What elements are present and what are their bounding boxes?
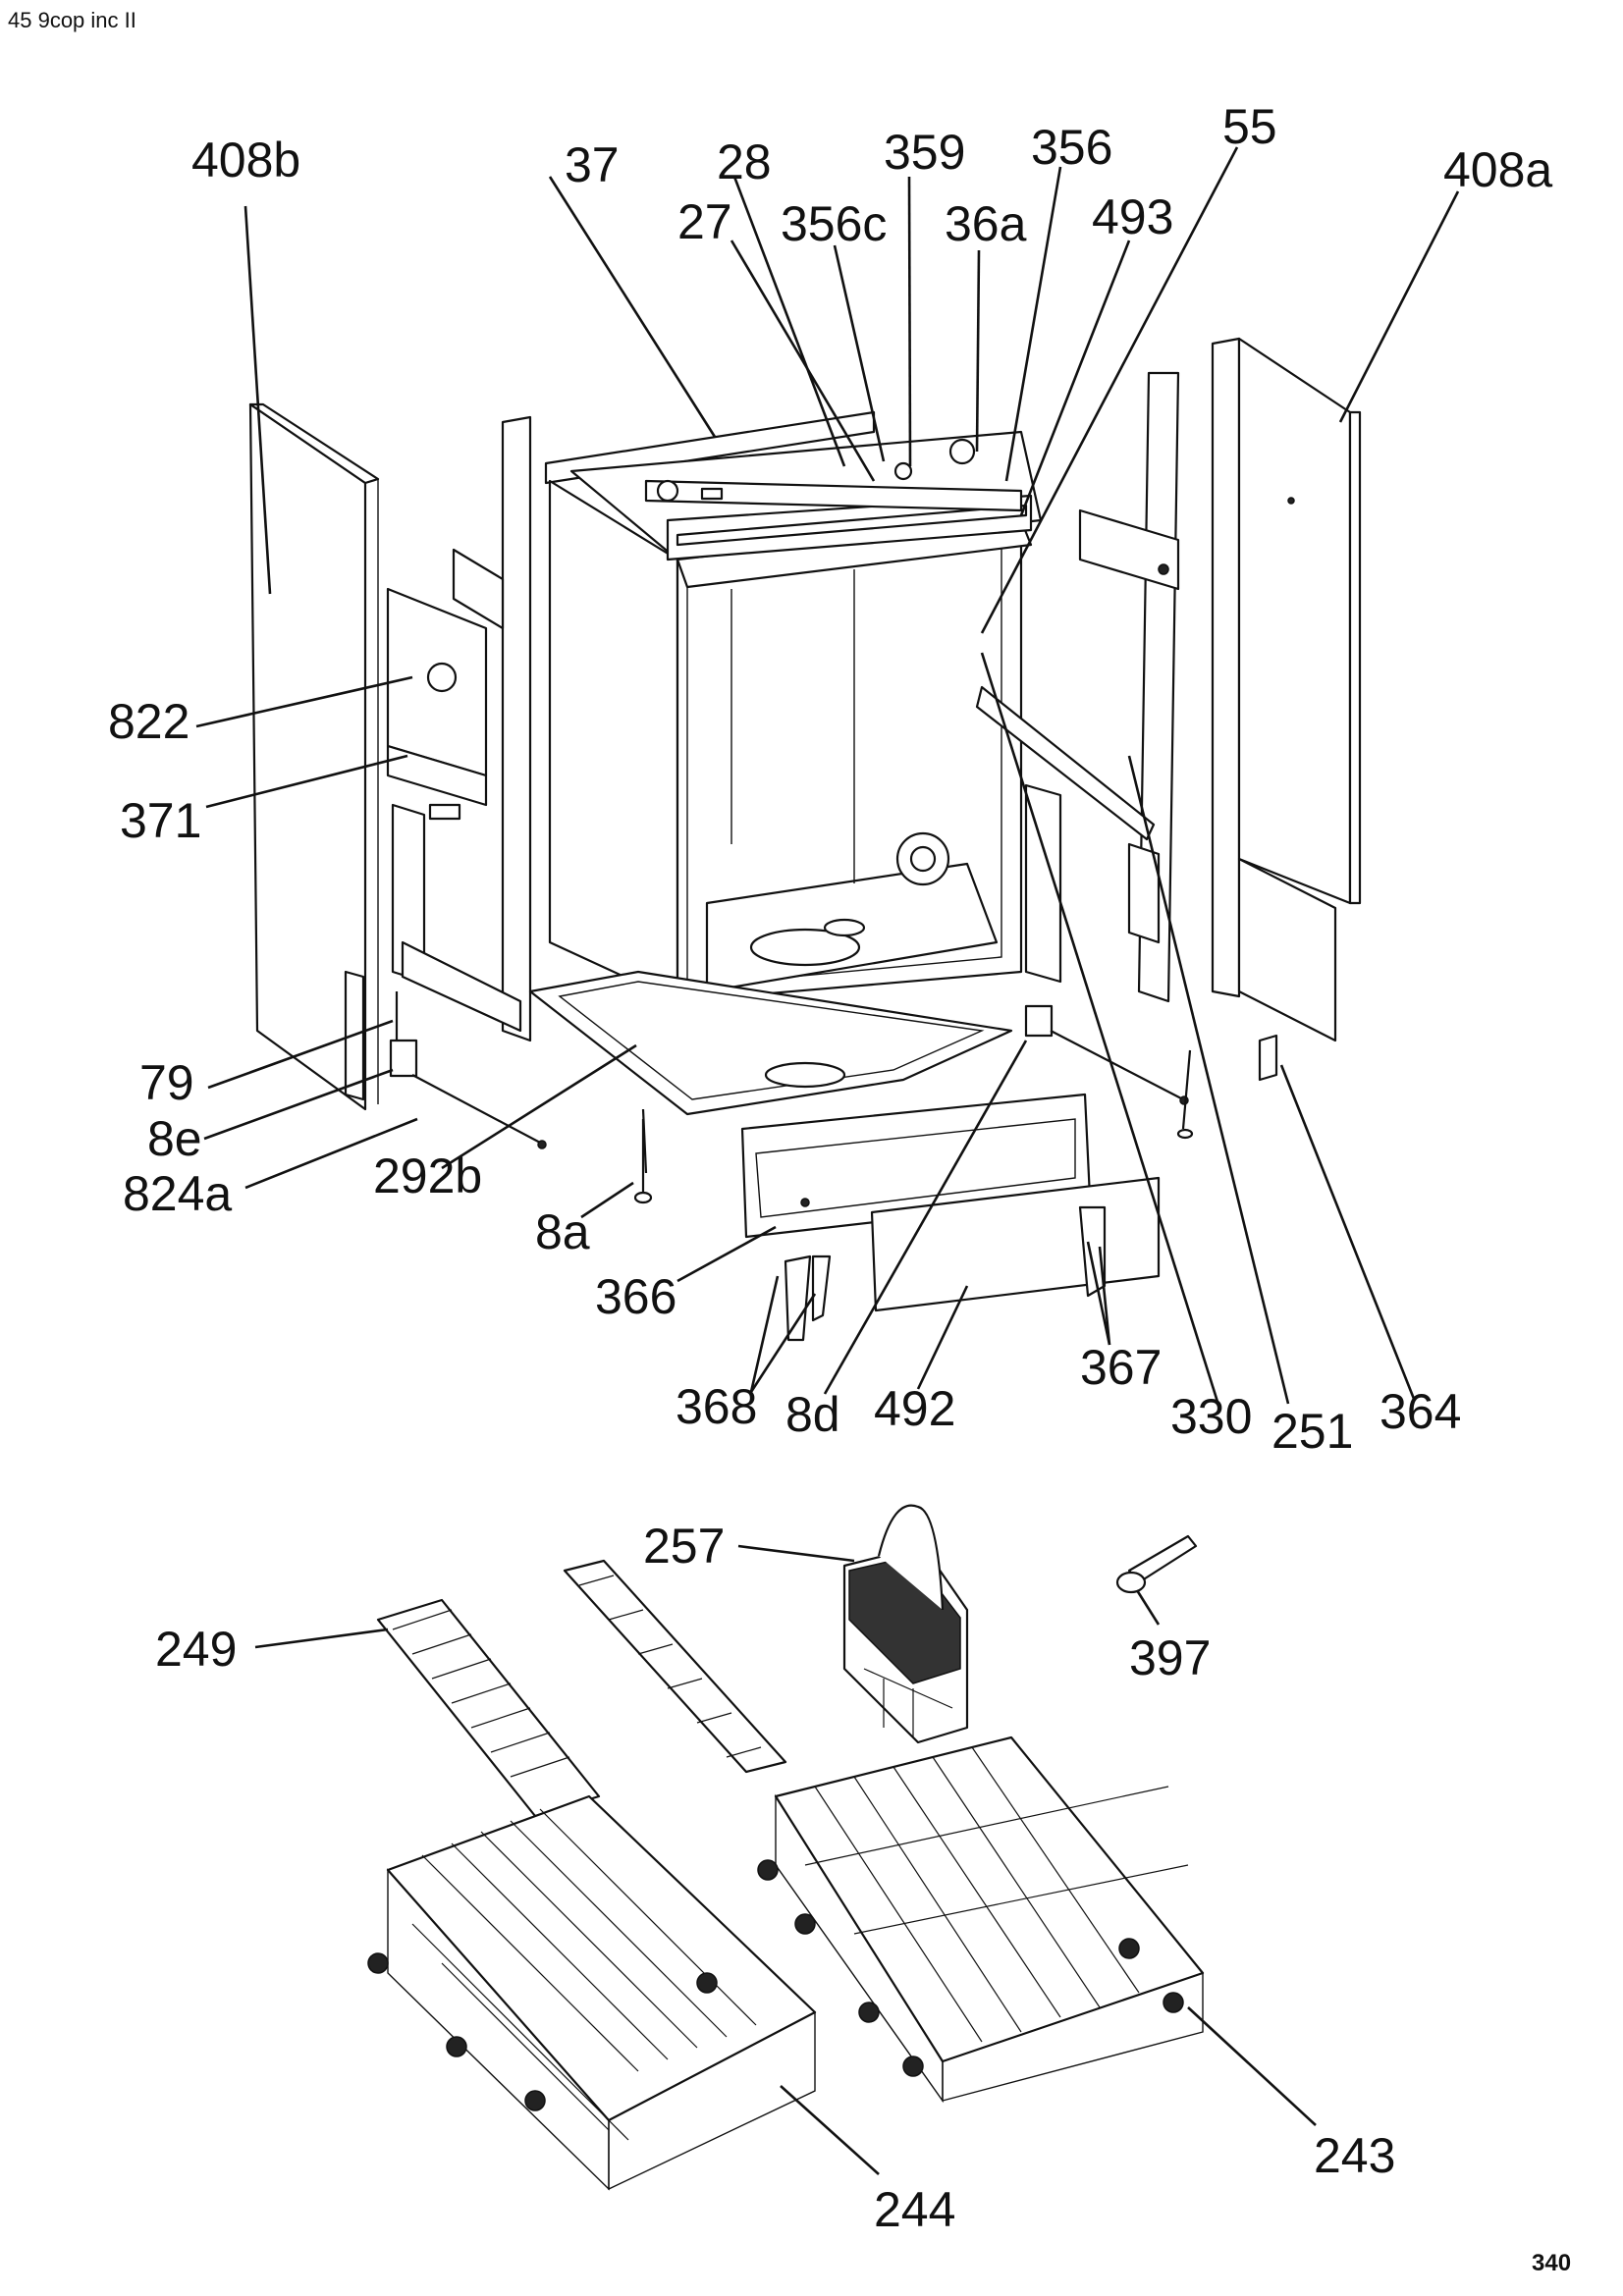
callout-364: 364 [1380, 1384, 1461, 1439]
left-front-frame [344, 415, 532, 1101]
page-header-text: 45 9cop inc II [8, 8, 136, 32]
clip-364 [1258, 1034, 1278, 1082]
page-number: 340 [1532, 2250, 1572, 2276]
callout-79: 79 [139, 1055, 194, 1110]
callout-330: 330 [1170, 1389, 1252, 1444]
callout-249: 249 [155, 1622, 237, 1677]
cutlery-basket-257 [842, 1504, 969, 1744]
callout-368: 368 [676, 1379, 757, 1434]
callout-37: 37 [565, 137, 620, 192]
leader-lines [195, 146, 1460, 2175]
callout-359: 359 [884, 125, 965, 180]
cutlery-tray-second [563, 1559, 787, 1774]
callout-492: 492 [874, 1381, 955, 1436]
callout-366: 366 [595, 1269, 676, 1324]
top-rails-assembly [644, 438, 1023, 512]
callout-36a: 36a [945, 196, 1027, 251]
screw-397 [1115, 1534, 1198, 1594]
callout-824a: 824a [123, 1166, 232, 1221]
upper-basket-243 [757, 1735, 1205, 2104]
left-side-panel-408b [248, 402, 380, 1111]
callout-27: 27 [677, 194, 732, 249]
callout-397: 397 [1129, 1630, 1211, 1685]
callout-822: 822 [108, 694, 189, 749]
callout-243: 243 [1314, 2128, 1395, 2183]
right-side-panel-408a [1211, 337, 1362, 1042]
callout-292b: 292b [373, 1148, 482, 1203]
callout-408a: 408a [1443, 142, 1552, 197]
callout-356: 356 [1031, 120, 1112, 175]
callout-257: 257 [643, 1519, 725, 1574]
cutlery-tray-249 [376, 1598, 601, 1818]
callout-labels: 408b 37 28 359 356 55 408a 27 356c 36a 4… [108, 99, 1552, 2237]
callout-367: 367 [1080, 1340, 1162, 1395]
left-bracket-822 [386, 587, 488, 821]
callout-356c: 356c [781, 196, 887, 251]
callout-28: 28 [717, 134, 772, 189]
foot-hinge-left-8e [389, 991, 547, 1149]
callout-8a: 8a [535, 1204, 590, 1259]
callout-244: 244 [874, 2182, 955, 2237]
callout-55: 55 [1222, 99, 1277, 154]
base-tray-292b [528, 970, 1013, 1204]
callout-371: 371 [120, 793, 201, 848]
callout-493: 493 [1092, 189, 1173, 244]
callout-8d: 8d [785, 1387, 840, 1442]
right-front-frame [975, 371, 1194, 1140]
callout-408b: 408b [191, 133, 300, 187]
callout-8e: 8e [147, 1111, 202, 1166]
lower-basket-244 [367, 1794, 817, 2191]
callout-251: 251 [1271, 1404, 1353, 1459]
